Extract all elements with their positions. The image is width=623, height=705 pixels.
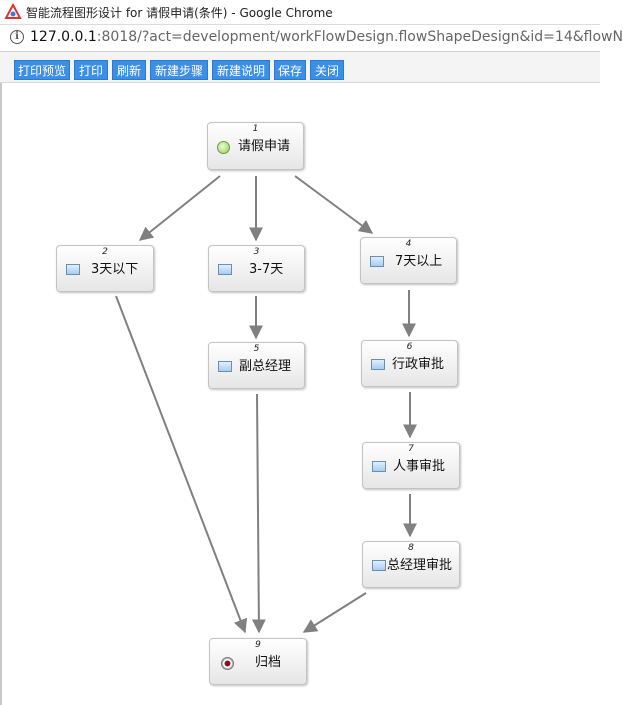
step-icon — [372, 560, 386, 571]
refresh-button[interactable]: 刷新 — [112, 60, 146, 80]
node-label: 请假申请 — [238, 139, 291, 154]
connector-2-9[interactable] — [115, 295, 248, 634]
print-preview-button[interactable]: 打印预览 — [14, 60, 70, 80]
node-number: 9 — [255, 640, 261, 650]
connectors-layer — [115, 175, 417, 634]
node-label: 7天以上 — [395, 254, 443, 269]
step-icon — [218, 361, 232, 372]
flow-node-1[interactable]: 1 请假申请 — [207, 122, 304, 170]
flow-node-9[interactable]: 9 归档 — [209, 638, 307, 685]
node-label: 3天以下 — [91, 262, 139, 277]
flow-node-8[interactable]: 8 总经理审批 — [362, 541, 460, 588]
node-number: 1 — [252, 124, 259, 134]
connector-1-2[interactable] — [138, 175, 221, 241]
node-number: 6 — [406, 342, 413, 352]
app-logo-icon — [4, 2, 22, 19]
flow-node-5[interactable]: 5 副总经理 — [208, 342, 305, 389]
new-note-button[interactable]: 新建说明 — [212, 60, 270, 80]
flow-node-6[interactable]: 6 行政审批 — [361, 340, 458, 387]
node-number: 8 — [408, 543, 414, 553]
flow-node-3[interactable]: 3 3-7天 — [208, 245, 305, 292]
node-label: 人事审批 — [393, 459, 446, 474]
node-label: 归档 — [255, 655, 282, 670]
flow-canvas[interactable] — [0, 83, 600, 705]
url-text[interactable]: 127.0.0.1:8018/?act=development/workFlow… — [30, 29, 623, 45]
url-host: 127.0.0.1 — [30, 29, 97, 45]
step-icon — [372, 461, 386, 472]
step-icon — [371, 359, 385, 370]
flow-node-4[interactable]: 4 7天以上 — [360, 237, 457, 284]
info-icon[interactable]: i — [10, 30, 24, 44]
designer-toolbar: 打印预览 打印 刷新 新建步骤 新建说明 保存 关闭 — [0, 52, 600, 83]
connector-5-9[interactable] — [251, 393, 266, 634]
flow-node-2[interactable]: 2 3天以下 — [56, 245, 154, 292]
node-label: 副总经理 — [239, 359, 292, 374]
node-number: 3 — [253, 247, 260, 257]
step-icon — [218, 264, 232, 275]
node-label: 行政审批 — [392, 357, 445, 372]
node-number: 4 — [405, 239, 412, 249]
save-button[interactable]: 保存 — [274, 60, 306, 80]
node-number: 2 — [102, 247, 108, 257]
end-icon — [221, 657, 234, 670]
url-path: :8018/?act=development/workFlowDesign.fl… — [96, 29, 623, 45]
flow-node-7[interactable]: 7 人事审批 — [362, 442, 460, 489]
start-icon — [217, 141, 230, 154]
address-bar[interactable]: i 127.0.0.1:8018/?act=development/workFl… — [0, 25, 623, 52]
new-step-button[interactable]: 新建步骤 — [150, 60, 208, 80]
connector-8-9[interactable] — [302, 592, 367, 633]
node-label: 3-7天 — [249, 262, 284, 277]
step-icon — [370, 256, 384, 267]
node-label: 总经理审批 — [387, 558, 453, 573]
window-titlebar: 智能流程图形设计 for 请假申请(条件) - Google Chrome — [0, 0, 600, 25]
node-number: 5 — [253, 344, 260, 354]
print-button[interactable]: 打印 — [74, 60, 108, 80]
node-number: 7 — [408, 444, 414, 454]
connector-1-4[interactable] — [294, 175, 374, 234]
window-title: 智能流程图形设计 for 请假申请(条件) - Google Chrome — [26, 6, 333, 20]
step-icon — [66, 264, 80, 275]
close-button[interactable]: 关闭 — [310, 60, 344, 80]
